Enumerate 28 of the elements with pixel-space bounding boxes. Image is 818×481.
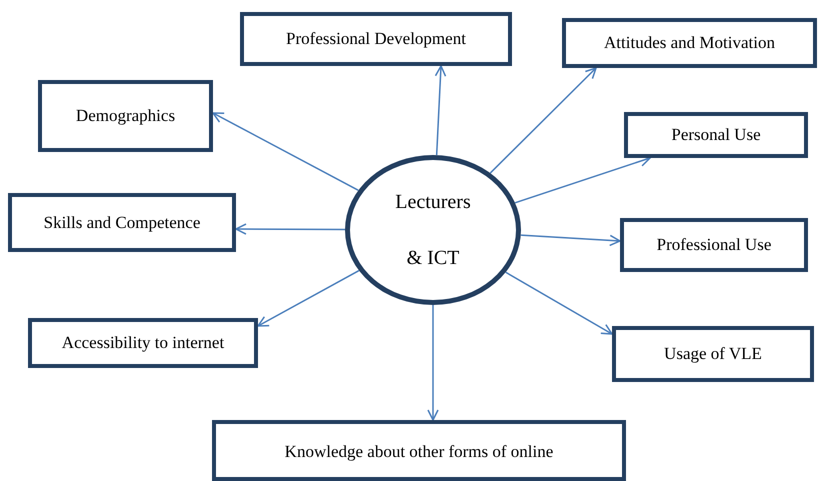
arrow [434, 65, 446, 156]
node-label: Demographics [76, 106, 176, 126]
node-label: Attitudes and Motivation [604, 33, 775, 53]
arrow [257, 270, 360, 327]
node-label: Accessibility to internet [62, 333, 224, 353]
arrow [235, 223, 345, 235]
node-label: Lecturers & ICT [394, 190, 472, 271]
topic-box [240, 12, 512, 66]
node-label: Knowledge about other forms of online [284, 442, 554, 462]
node-label: Professional Use [656, 235, 772, 255]
arrow [505, 272, 613, 335]
arrow [427, 305, 439, 421]
node-label: Professional Development [286, 29, 466, 49]
topic-box [612, 326, 814, 382]
node-label: Skills and Competence [44, 212, 200, 232]
arrow [212, 112, 359, 191]
arrow [514, 156, 651, 204]
topic-box [624, 112, 808, 158]
topic-box [212, 420, 626, 481]
topic-box [8, 193, 236, 252]
topic-box [28, 318, 258, 368]
topic-box [620, 218, 808, 272]
arrow [520, 234, 621, 246]
topic-box [38, 80, 213, 152]
arrow [490, 67, 597, 174]
node-label: Personal Use [671, 125, 761, 145]
topic-box [562, 18, 817, 68]
node-label: Usage of VLE [664, 344, 762, 364]
